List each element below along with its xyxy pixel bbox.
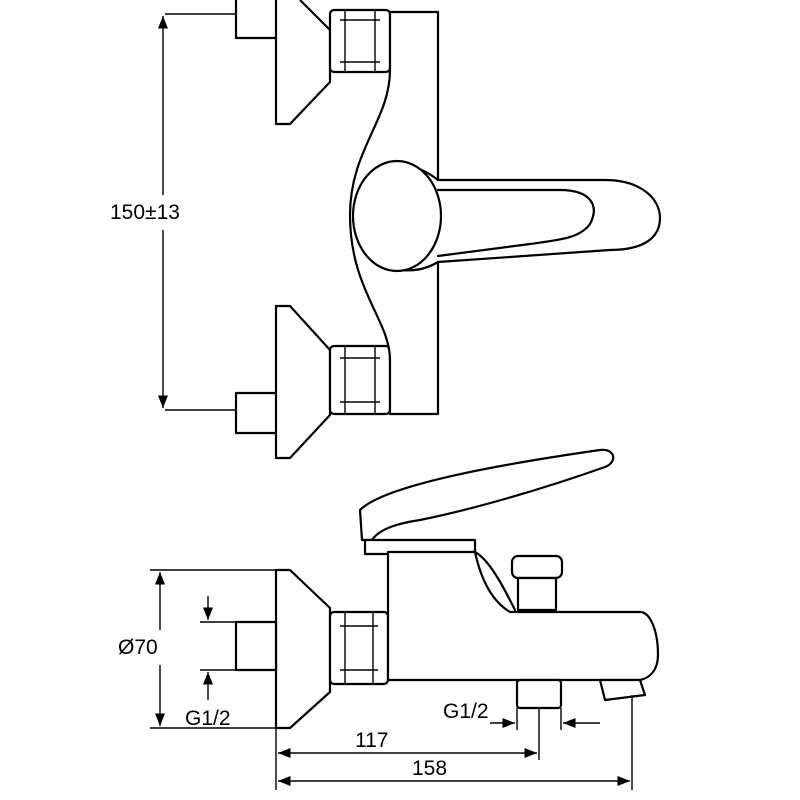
lower-hex-nut <box>328 344 392 416</box>
top-view <box>234 0 662 460</box>
dimension-lines <box>150 13 633 790</box>
supply-pipe <box>234 620 278 672</box>
lower-wall-connection <box>234 304 392 460</box>
height-spacing-label: 150±13 <box>110 201 180 224</box>
diverter-knob-top <box>510 554 564 580</box>
wall-rose-side <box>274 568 332 730</box>
outlet-thread-label: G1/2 <box>443 700 489 723</box>
mixer-body-top <box>348 10 662 416</box>
projection-total-label: 158 <box>412 757 447 780</box>
diverter-knob-stem <box>516 576 558 612</box>
mixer-body-side <box>386 550 660 682</box>
bath-outlet <box>515 678 563 710</box>
supply-thread-label: G1/2 <box>185 707 231 730</box>
projection-outlet-label: 117 <box>355 729 388 752</box>
side-view <box>234 448 660 730</box>
lever-side <box>358 448 615 542</box>
diameter-label: Ø70 <box>118 636 158 659</box>
side-hex-nut <box>328 610 390 686</box>
upper-wall-connection <box>234 0 392 126</box>
spout-aerator <box>598 678 647 702</box>
lever-hub <box>351 159 443 273</box>
